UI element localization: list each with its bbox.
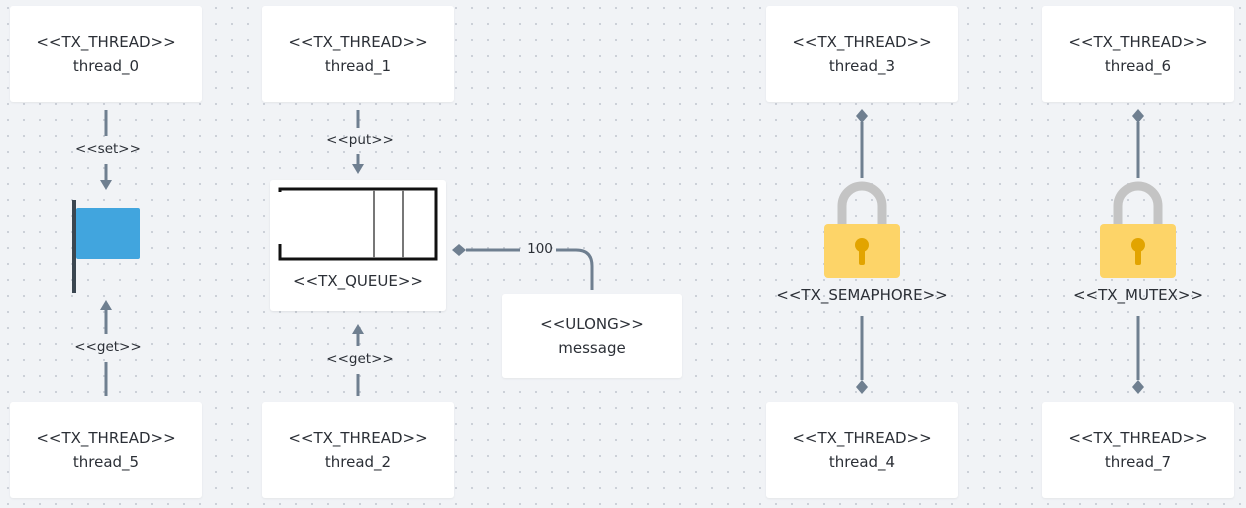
thread-node[interactable]: <<TX_THREAD>> thread_7 <box>1042 402 1234 498</box>
thread-name: thread_6 <box>1104 57 1172 75</box>
thread-stereotype: <<TX_THREAD>> <box>1068 429 1208 447</box>
thread-node[interactable]: <<TX_THREAD>> thread_4 <box>766 402 958 498</box>
thread-stereotype: <<TX_THREAD>> <box>288 429 428 447</box>
thread-node[interactable]: <<TX_THREAD>> thread_1 <box>262 6 454 102</box>
thread-node[interactable]: <<TX_THREAD>> thread_0 <box>10 6 202 102</box>
queue-icon <box>276 187 438 261</box>
edge-thread3-diamond <box>856 109 868 123</box>
thread-node[interactable]: <<TX_THREAD>> thread_2 <box>262 402 454 498</box>
edge-thread7-diamond <box>1132 380 1144 394</box>
edge-thread6-diamond <box>1132 109 1144 123</box>
queue-label: <<TX_QUEUE>> <box>293 272 423 290</box>
message-name: message <box>558 339 626 357</box>
message-node[interactable]: <<ULONG>> message <box>502 294 682 378</box>
edge-message-queue <box>556 248 594 290</box>
edge-get-flag-arrowhead <box>100 300 112 310</box>
edge-thread4-diamond <box>856 380 868 394</box>
thread-stereotype: <<TX_THREAD>> <box>1068 33 1208 51</box>
thread-name: thread_3 <box>828 57 896 75</box>
thread-name: thread_4 <box>828 453 896 471</box>
thread-stereotype: <<TX_THREAD>> <box>36 33 176 51</box>
thread-node[interactable]: <<TX_THREAD>> thread_5 <box>10 402 202 498</box>
edge-label-put: <<put>> <box>326 132 394 148</box>
semaphore-label: <<TX_SEMAPHORE>> <box>776 286 948 304</box>
thread-name: thread_0 <box>72 57 140 75</box>
edge-message-queue-diamond <box>452 244 466 256</box>
thread-node[interactable]: <<TX_THREAD>> thread_3 <box>766 6 958 102</box>
edge-get-queue-arrowhead <box>352 324 364 334</box>
edge-label-queue-size: 100 <box>527 241 553 257</box>
mutex-label: <<TX_MUTEX>> <box>1072 286 1204 304</box>
edge-set-arrowhead <box>100 180 112 190</box>
thread-name: thread_7 <box>1104 453 1172 471</box>
thread-name: thread_2 <box>324 453 392 471</box>
thread-name: thread_5 <box>72 453 140 471</box>
message-stereotype: <<ULONG>> <box>540 315 644 333</box>
thread-stereotype: <<TX_THREAD>> <box>288 33 428 51</box>
edge-put-arrowhead <box>352 164 364 174</box>
edge-label-get-queue: <<get>> <box>326 351 394 367</box>
thread-stereotype: <<TX_THREAD>> <box>792 429 932 447</box>
thread-stereotype: <<TX_THREAD>> <box>792 33 932 51</box>
edge-label-get-flag: <<get>> <box>74 339 142 355</box>
semaphore-lock-icon <box>824 181 900 278</box>
flag-icon <box>72 200 140 293</box>
thread-stereotype: <<TX_THREAD>> <box>36 429 176 447</box>
mutex-lock-icon <box>1100 181 1176 278</box>
thread-node[interactable]: <<TX_THREAD>> thread_6 <box>1042 6 1234 102</box>
queue-node[interactable]: <<TX_QUEUE>> <box>270 180 446 311</box>
thread-name: thread_1 <box>324 57 392 75</box>
edge-label-set: <<set>> <box>75 141 141 157</box>
